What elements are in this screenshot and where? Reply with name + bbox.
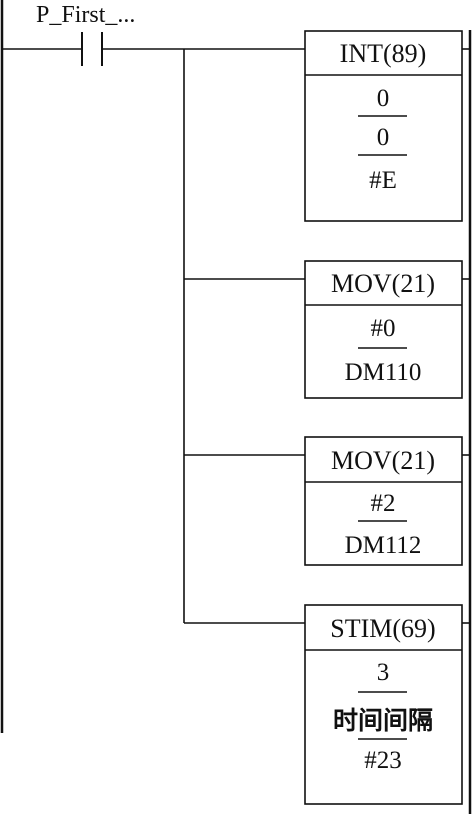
normally-open-contact[interactable]: P_First_... [2, 2, 184, 66]
instruction-mov-1[interactable]: MOV(21) #0 DM110 [304, 260, 463, 399]
instruction-name: INT(89) [340, 39, 427, 68]
instruction-stim[interactable]: STIM(69) 3 时间间隔 #23 [304, 604, 463, 805]
operand: DM110 [345, 359, 422, 386]
instruction-int[interactable]: INT(89) 0 0 #E [304, 30, 463, 222]
instruction-name: MOV(21) [331, 269, 435, 298]
operand: 3 [377, 659, 390, 686]
operand: 0 [377, 85, 390, 112]
instruction-name: MOV(21) [331, 446, 435, 475]
operand: #2 [371, 490, 396, 517]
contact-label: P_First_... [36, 2, 135, 28]
operand: 0 [377, 124, 390, 151]
operand: 时间间隔 [333, 706, 433, 735]
operand: #E [369, 167, 397, 194]
instruction-name: STIM(69) [330, 614, 435, 643]
instruction-mov-2[interactable]: MOV(21) #2 DM112 [304, 436, 463, 566]
operand: #23 [364, 747, 402, 774]
operand: DM112 [345, 532, 422, 559]
operand: #0 [371, 315, 396, 342]
